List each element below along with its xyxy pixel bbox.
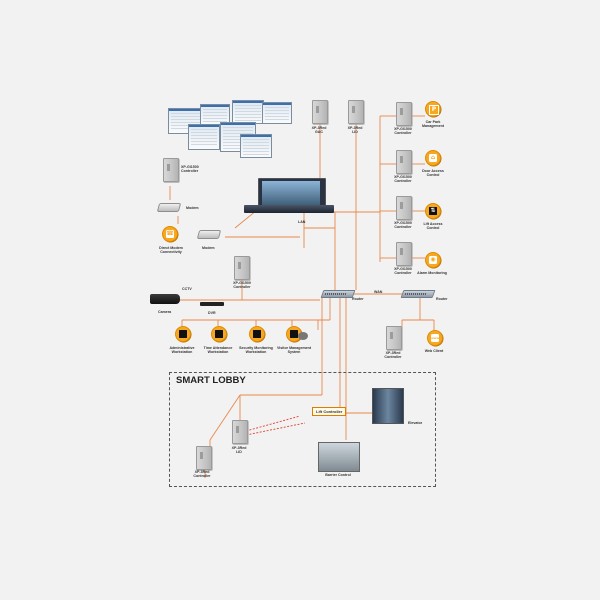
admin-workstation-icon xyxy=(175,326,191,342)
elevator-label: Elevator xyxy=(408,421,423,425)
car-park-label: Car Park Management xyxy=(422,120,444,129)
modem-2-label: Modem xyxy=(202,246,215,250)
controller-lobby-main-label: XP-3Red Controller xyxy=(193,470,211,479)
lift-access-label: Lift Access Control xyxy=(423,222,443,231)
modem-1 xyxy=(156,203,182,212)
smart-lobby-title: SMART LOBBY xyxy=(176,375,246,386)
software-screenshot-2 xyxy=(200,104,230,126)
router-2 xyxy=(400,290,436,298)
controller-right-2 xyxy=(396,150,412,174)
controller-top-left xyxy=(163,158,179,182)
controller-lobby-lid-label: XP-3Red LID xyxy=(231,446,247,455)
controller-gac xyxy=(312,100,328,124)
alarm-label: Alarm Monitoring xyxy=(417,271,447,275)
camera-label: Camera xyxy=(158,310,172,314)
modem-2 xyxy=(196,230,222,239)
cctv-label: CCTV xyxy=(182,287,192,291)
controller-3red-right xyxy=(386,326,402,350)
visitor-camera-icon xyxy=(298,332,308,340)
time-workstation-icon xyxy=(211,326,227,342)
security-workstation-label: Security Monitoring Workstation xyxy=(239,346,273,355)
monitor-screen xyxy=(262,181,320,205)
barrier-image xyxy=(318,442,360,472)
time-workstation-label: Time Attendance Workstation xyxy=(203,346,233,355)
controller-3red-right-label: XP-3Red Controller xyxy=(384,351,402,360)
security-workstation-icon xyxy=(249,326,265,342)
car-park-icon: P xyxy=(425,101,441,117)
phone-icon: ☎ xyxy=(162,226,178,242)
controller-lobby-main xyxy=(196,446,212,470)
software-screenshot-7 xyxy=(240,134,272,158)
lan-label: LAN xyxy=(298,220,306,224)
direct-modem-label: Direct Modem Connectivity xyxy=(159,246,183,255)
barrier-control-label: Barrier Control xyxy=(325,473,351,477)
dvr-label: DVR xyxy=(208,311,216,315)
controller-right-4-label: XP-GI1500 Controller xyxy=(394,267,412,276)
alarm-icon: ◉ xyxy=(425,252,441,268)
lift-access-icon: ⇅ xyxy=(425,203,441,219)
visitor-system-label: Visitor Management System xyxy=(276,346,312,355)
controller-right-3 xyxy=(396,196,412,220)
router-2-label: Router xyxy=(436,297,448,301)
elevator-image xyxy=(372,388,404,424)
web-client-label: Web Client xyxy=(424,349,444,353)
door-access-label: Door Access Control xyxy=(422,169,444,178)
lift-controller-tag: Lift Controller xyxy=(312,407,347,416)
controller-right-4 xyxy=(396,242,412,266)
controller-lobby-lid xyxy=(232,420,248,444)
admin-workstation-label: Administrative Workstation xyxy=(169,346,195,355)
smart-lobby-box xyxy=(169,372,436,487)
software-screenshot-5 xyxy=(188,124,220,150)
software-screenshot-4 xyxy=(262,102,292,124)
controller-mid xyxy=(234,256,250,280)
router-1 xyxy=(320,290,356,298)
dvr-device xyxy=(200,302,224,306)
door-access-icon: ⌂ xyxy=(425,150,441,166)
controller-top-left-label: XP-GI1500 Controller xyxy=(181,165,199,174)
controller-right-2-label: XP-GI1500 Controller xyxy=(394,175,412,184)
controller-right-1 xyxy=(396,102,412,126)
controller-lid-label: XP-3Red LID xyxy=(347,126,363,135)
software-screenshot-3 xyxy=(232,100,264,124)
controller-right-3-label: XP-GI1500 Controller xyxy=(394,221,412,230)
controller-right-1-label: XP-GI1500 Controller xyxy=(394,127,412,136)
router-1-label: Router xyxy=(352,297,364,301)
wan-label: WAN xyxy=(374,290,383,294)
web-client-icon: www xyxy=(427,330,443,346)
controller-gac-label: XP-3Red GAC xyxy=(311,126,327,135)
modem-1-label: Modem xyxy=(186,206,199,210)
controller-lid xyxy=(348,100,364,124)
monitor-base xyxy=(244,205,334,213)
camera-icon xyxy=(150,294,180,304)
controller-mid-label: XP-GI1500 Controller xyxy=(233,281,251,290)
